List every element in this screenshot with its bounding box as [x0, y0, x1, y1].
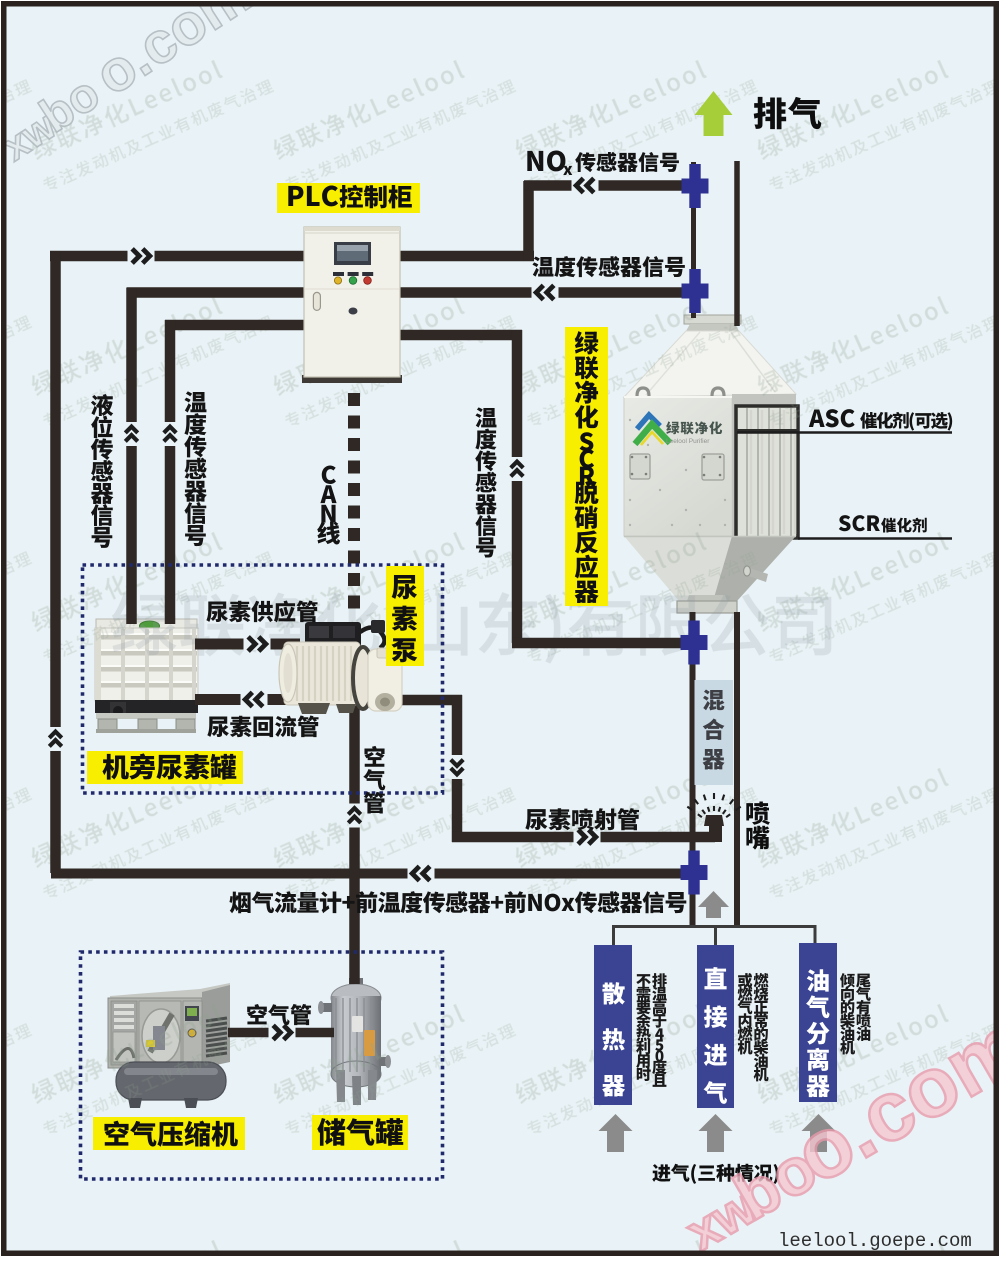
svg-text:leelool.goepe.com: leelool.goepe.com: [778, 1230, 972, 1252]
svg-text:Leelool Purifier: Leelool Purifier: [666, 438, 710, 445]
